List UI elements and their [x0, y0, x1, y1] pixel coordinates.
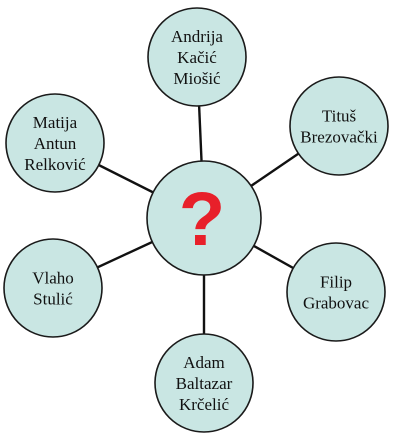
node-name-line: Matija: [33, 113, 78, 132]
node-circle: [286, 242, 386, 342]
node-name-line: Kačić: [177, 48, 217, 67]
node-circle: [154, 333, 254, 433]
node-circle: [3, 238, 103, 338]
node-name-line: Krčelić: [179, 395, 229, 414]
node-name-line: Miošić: [173, 69, 221, 88]
node-circle: [289, 76, 389, 176]
node-name-line: Vlaho: [32, 269, 74, 288]
node-name-line: Brezovački: [300, 128, 378, 147]
node-name-line: Tituš: [322, 107, 357, 126]
node-name-line: Adam: [183, 353, 225, 372]
node-name-line: Filip: [320, 273, 352, 292]
node-circle: [147, 7, 247, 107]
outer-nodes: AndrijaKačićMiošićTitušBrezovačkiFilipGr…: [3, 7, 389, 433]
node-name-line: Relković: [24, 155, 86, 174]
question-mark-symbol: ?: [179, 177, 225, 262]
node-name-line: Baltazar: [176, 374, 233, 393]
center-circle: [146, 160, 262, 276]
node-name-line: Grabovac: [303, 294, 370, 313]
center-node: ?: [146, 160, 262, 276]
node-name-line: Antun: [34, 134, 77, 153]
node-name-line: Stulić: [33, 290, 73, 309]
node-name-line: Andrija: [171, 27, 223, 46]
node-circle: [5, 93, 105, 193]
